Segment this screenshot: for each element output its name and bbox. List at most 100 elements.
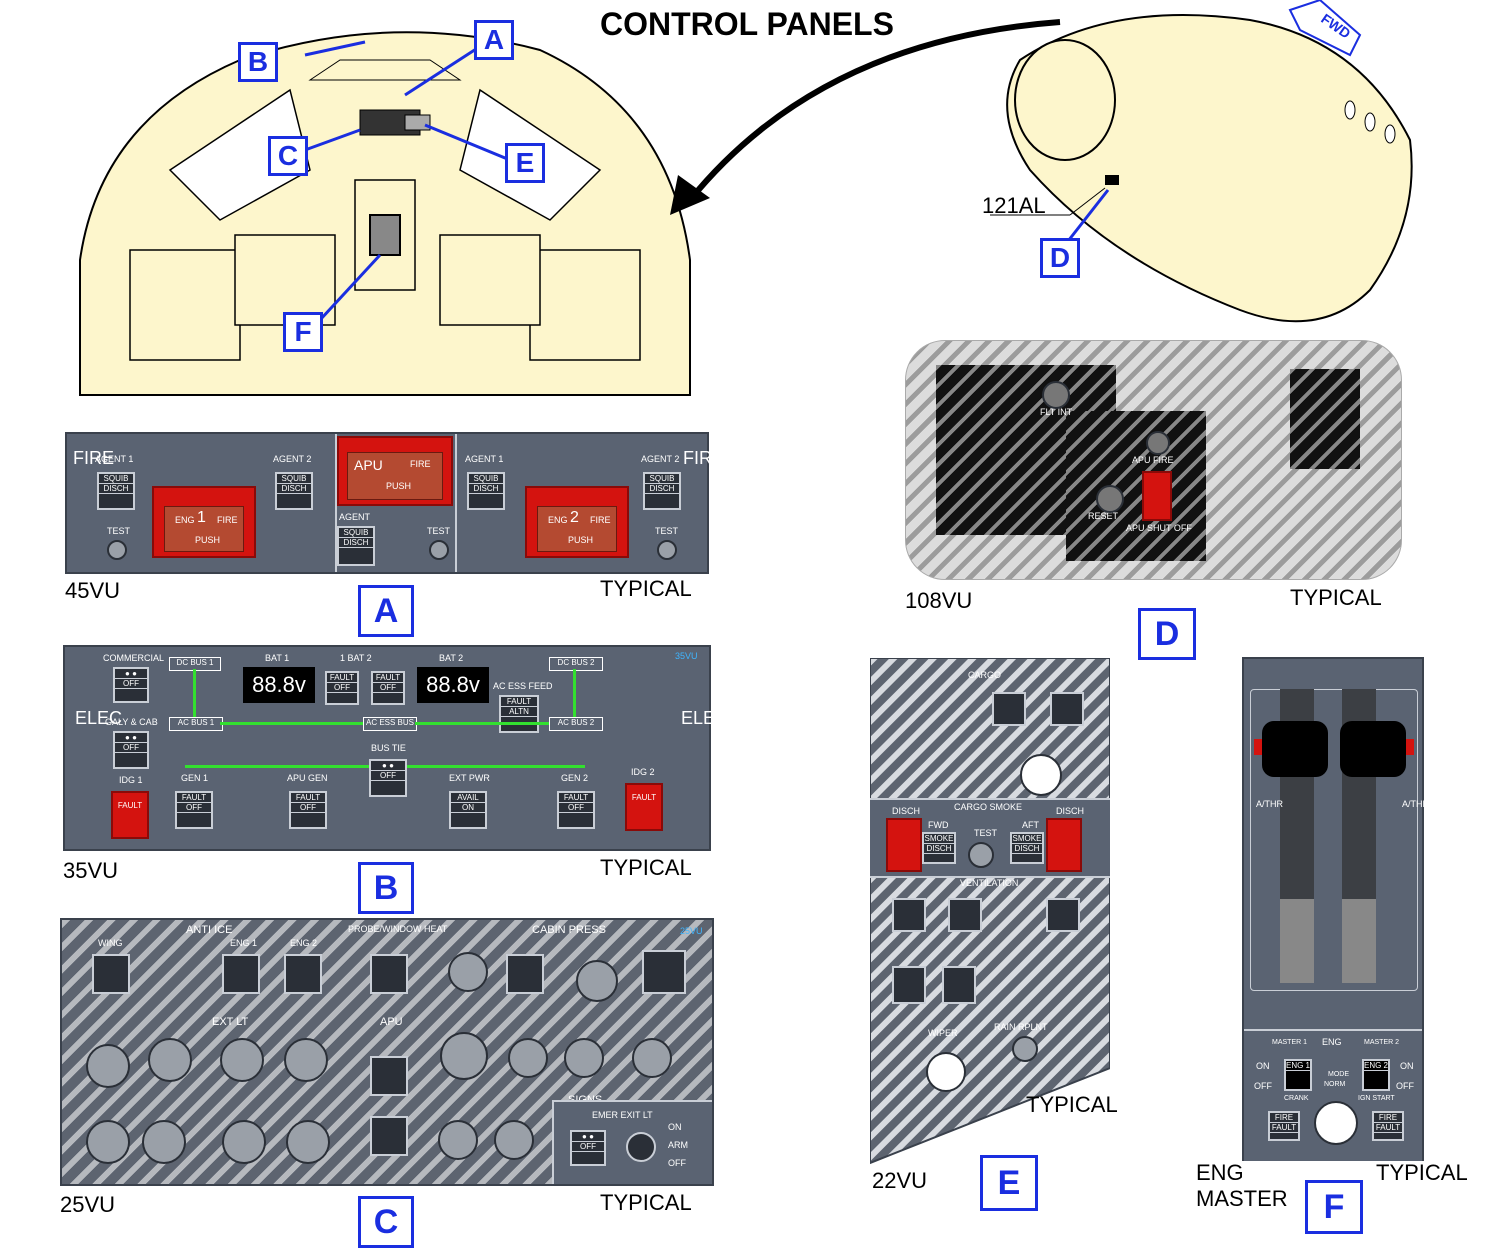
cargo-temp-knob[interactable] — [1020, 754, 1062, 796]
eng-master-section: ENG MASTER 1 MASTER 2 ON OFF ENG 1 ENG 2… — [1244, 1029, 1422, 1161]
ldg-elev-knob[interactable] — [576, 960, 618, 1002]
anti-ice-label: ANTI ICE — [186, 924, 233, 936]
master1-off-label: OFF — [1254, 1081, 1272, 1091]
fire-vertical-label: FIRE — [73, 448, 115, 468]
ac-bus-1: AC BUS 1 — [169, 717, 223, 731]
idg1-button[interactable]: FAULT — [111, 791, 149, 839]
fwd-disch-label: DISCH — [892, 806, 921, 816]
wing-light-switch[interactable] — [220, 1038, 264, 1082]
nose-switch[interactable] — [286, 1120, 330, 1164]
idg2-button[interactable]: FAULT — [625, 783, 663, 831]
cab-fans-button[interactable] — [1046, 898, 1080, 932]
ac-ess-bus: AC ESS BUS — [363, 717, 417, 731]
wing-anti-ice-button[interactable] — [92, 954, 130, 994]
cargo-test-button[interactable] — [968, 842, 994, 868]
mode-sel-button[interactable] — [506, 954, 544, 994]
eng1-anti-ice-button[interactable] — [222, 954, 260, 994]
cargo-aft-label: AFT — [1022, 820, 1039, 830]
commercial-button[interactable]: ● ●OFF — [113, 667, 149, 703]
cargo-label: CARGO — [968, 670, 1002, 680]
cabin-press-label: CABIN PRESS — [532, 924, 606, 936]
apu-test-button[interactable] — [429, 540, 449, 560]
eng-mode-selector[interactable] — [1314, 1101, 1358, 1145]
eng-master-1-switch[interactable]: ENG 1 — [1284, 1059, 1312, 1091]
no-smoking-switch[interactable] — [494, 1120, 534, 1160]
apu-fire-pushbutton[interactable]: APU FIRE PUSH — [337, 436, 453, 506]
eng2-test-label: TEST — [655, 526, 679, 536]
panel-eng-master: A/THR A/THR ENG MASTER 1 MASTER 2 ON OFF… — [1242, 657, 1429, 1161]
eng1-test-button[interactable] — [107, 540, 127, 560]
rain-rplnt-button[interactable] — [1012, 1036, 1038, 1062]
beacon-switch[interactable] — [148, 1038, 192, 1082]
emer-exit-lt-label: EMER EXIT LT — [592, 1110, 653, 1120]
reset-button[interactable] — [1096, 485, 1124, 513]
master1-on-label: ON — [1256, 1061, 1270, 1071]
strobe-switch[interactable] — [86, 1044, 130, 1088]
panel-45vu-typical: TYPICAL — [600, 576, 692, 601]
dome-switch[interactable] — [564, 1038, 604, 1078]
eng2-fire-pushbutton[interactable]: ENG 2 FIRE PUSH — [525, 486, 629, 558]
probe-window-heat-label: PROBE/WINDOW HEAT — [348, 924, 448, 934]
panel-A-letter: A — [358, 585, 414, 637]
apu-shut-off-button[interactable] — [1142, 471, 1172, 521]
eng1-fire-pushbutton[interactable]: ENG 1 FIRE PUSH — [152, 486, 256, 558]
panel-eng-master-label: ENG MASTER — [1196, 1160, 1288, 1211]
cargo-test-label: TEST — [974, 828, 998, 838]
panel-E-letter: E — [980, 1155, 1038, 1211]
thrust-lever-1-handle[interactable] — [1262, 721, 1328, 777]
emer-exit-lt-switch[interactable] — [626, 1132, 656, 1162]
rwy-turn-off-switch[interactable] — [86, 1120, 130, 1164]
thrust-lever-2-handle[interactable] — [1340, 721, 1406, 777]
ditching-button[interactable] — [642, 950, 686, 994]
eng2-man-start-button[interactable] — [942, 966, 976, 1004]
seat-belts-switch[interactable] — [438, 1120, 478, 1160]
dome-knob[interactable] — [440, 1032, 488, 1080]
cargo-fwd-disch-button[interactable] — [886, 818, 922, 872]
emer-exit-lt-button[interactable]: ● ●OFF — [570, 1130, 606, 1166]
cargo-aft-disch-button[interactable] — [1046, 818, 1082, 872]
panel-108vu-typical: TYPICAL — [1290, 585, 1382, 610]
flt-int-jack[interactable] — [1042, 381, 1070, 409]
cargo-fwd-isol-valve-button[interactable] — [992, 692, 1026, 726]
ann-lt-switch[interactable] — [632, 1038, 672, 1078]
apu-master-sw-button[interactable] — [370, 1056, 408, 1096]
probe-heat-button[interactable] — [370, 954, 408, 994]
galy-cab-button[interactable]: ● ●OFF — [113, 731, 149, 769]
panel-25vu: 25VU ANTI ICE WING ENG 1 ENG 2 PROBE/WIN… — [60, 918, 714, 1186]
bat2-label: BAT 2 — [439, 653, 464, 663]
panel-108vu-label: 108VU — [905, 588, 973, 613]
callout-C: C — [268, 136, 308, 176]
extract-button[interactable] — [948, 898, 982, 932]
blower-button[interactable] — [892, 898, 926, 932]
eng2-anti-ice-button[interactable] — [284, 954, 322, 994]
apu-start-button[interactable] — [370, 1116, 408, 1156]
agent1-label: AGENT 1 — [95, 454, 134, 464]
man-vs-ctl-switch[interactable] — [448, 952, 488, 992]
cargo-aft-isol-valve-button[interactable] — [1050, 692, 1084, 726]
eng-master-2-switch[interactable]: ENG 2 — [1362, 1059, 1390, 1091]
wing-label: WING — [98, 938, 123, 948]
wiper-knob[interactable] — [926, 1052, 966, 1092]
eng1-man-start-button[interactable] — [892, 966, 926, 1004]
stby-compass-switch[interactable] — [508, 1038, 548, 1078]
eng2-test-button[interactable] — [657, 540, 677, 560]
land-left-switch[interactable] — [142, 1120, 186, 1164]
nav-logo-switch[interactable] — [284, 1038, 328, 1082]
bus-tie-button[interactable]: ● ●OFF — [369, 759, 407, 797]
land-right-switch[interactable] — [222, 1120, 266, 1164]
elec-vertical-label-right: ELEC — [681, 708, 729, 728]
callout-B: B — [238, 42, 278, 82]
